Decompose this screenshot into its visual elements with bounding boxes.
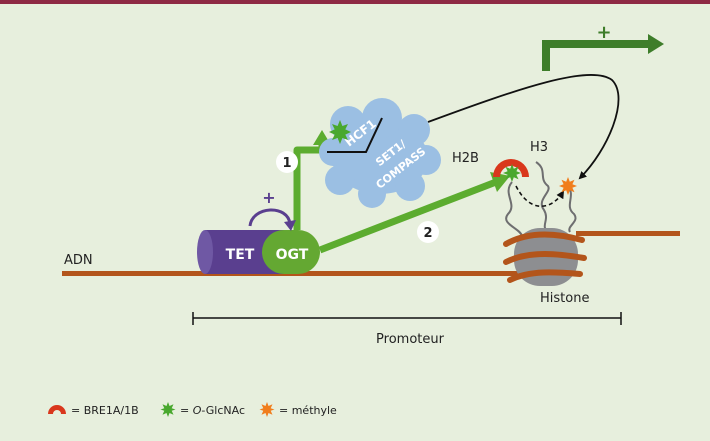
oglcnac-star-hcf1 (329, 120, 351, 144)
tet-activation-plus: + (262, 188, 275, 207)
step-1-marker: 1 (276, 151, 298, 173)
legend-bre1-label: = BRE1A/1B (71, 404, 139, 417)
top-accent-bar (0, 0, 710, 4)
activation-arc-head (284, 220, 296, 231)
ogt-protein (262, 230, 320, 274)
h2b-label: H2B (452, 151, 479, 166)
h3-tail (535, 161, 550, 233)
ogt-label: OGT (276, 247, 309, 263)
legend-bre1-icon (48, 405, 66, 414)
methylation-arrow (427, 74, 620, 180)
dna-strand-exit (576, 231, 680, 236)
h2b-tail (505, 181, 523, 237)
dna-label: ADN (64, 253, 93, 268)
transcription-plus: + (596, 22, 611, 43)
bre1-marker (493, 159, 529, 177)
nucleosome (503, 228, 587, 286)
oglcnac-star-h2b (503, 164, 521, 182)
legend-oglcnac-label: = O-GlcNAc (180, 404, 245, 417)
legend-oglcnac-icon (160, 402, 176, 417)
crosstalk-dashed-arrow (515, 185, 565, 207)
methyl-star-h3 (559, 177, 577, 195)
activation-arc (248, 208, 292, 227)
hcf1-outline (327, 117, 383, 153)
histone-label: Histone (540, 291, 589, 306)
legend: = BRE1A/1B = O-GlcNAc = méthyle (48, 402, 337, 417)
tet-label: TET (226, 247, 255, 263)
h3-tail-2 (567, 185, 577, 233)
step-1-label: 1 (282, 156, 291, 171)
step-2-marker: 2 (417, 221, 439, 243)
step-2-label: 2 (423, 226, 432, 241)
promoter-bracket (192, 312, 622, 325)
promoter-label: Promoteur (376, 332, 445, 347)
legend-methyl-label: = méthyle (279, 404, 337, 417)
h3-label: H3 (530, 140, 548, 155)
legend-methyl-icon (259, 402, 275, 417)
transcription-start-arrow (542, 34, 664, 71)
